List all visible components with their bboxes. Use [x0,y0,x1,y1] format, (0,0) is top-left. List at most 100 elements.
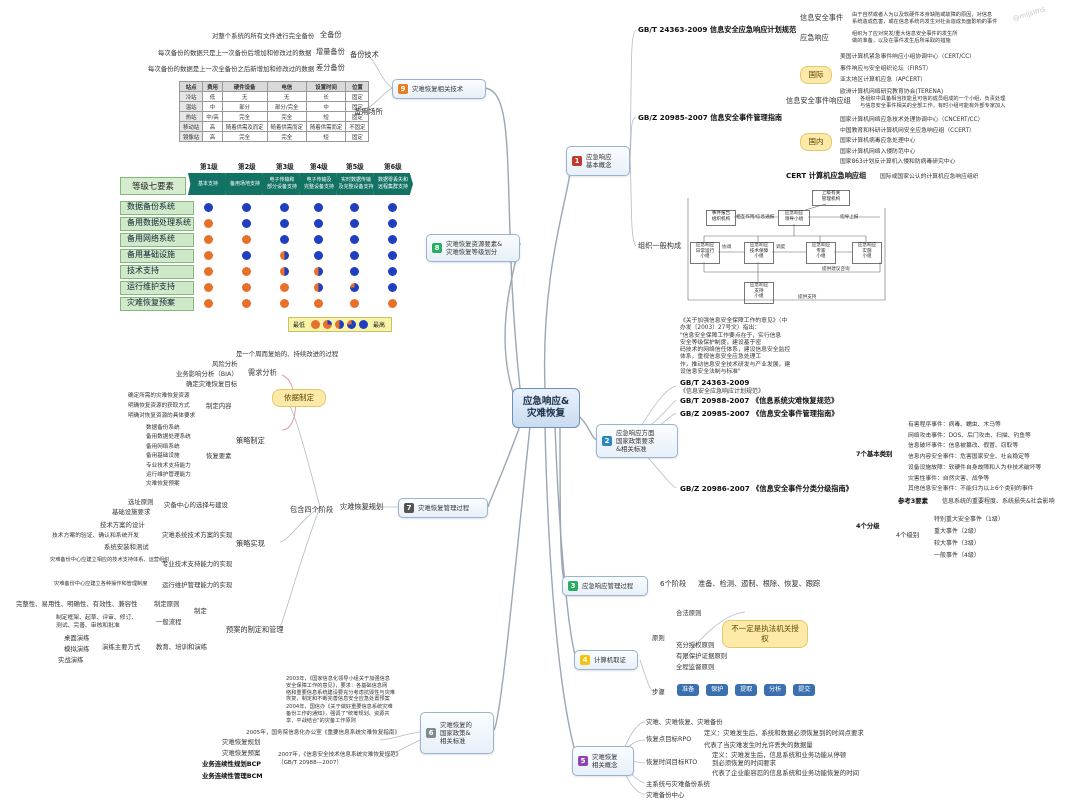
impl-detail: 系统安装和测试 [104,543,149,551]
org-box-implement: 应急响应 实施 小组 [852,242,882,264]
level-dot [388,251,397,260]
dr-term: 灾难恢复规划 [222,738,261,746]
step-analyze[interactable]: 分析 [764,684,787,696]
branch-label-5: 灾难恢复 相关概念 [592,753,618,769]
branch-label-8: 灾难恢复资源要素& 灾难恢复等级划分 [446,240,503,256]
event-level-list: 特别重大安全事件（1级） 重大事件（2级） 较大事件（3级） 一般事件（4级） [934,514,1004,562]
site-table-cell: 完全 [266,131,307,142]
site-table-row: 热站中/高完全完全短固定 [178,111,370,122]
central-topic-line1: 应急响应& [522,396,570,407]
level-dot [204,203,213,212]
event-level: 一般事件（4级） [934,552,980,559]
standard-gbz20986: GB/Z 20986-2007 《信息安全事件分类分级指南》 [680,484,853,493]
forensic-principle: 全程监督原则 [676,663,715,671]
drill-label: 演练主要方式 [102,643,141,651]
full-backup: 全备份 [320,30,342,39]
branch-dr-process[interactable]: 7 灾难恢复管理过程 [398,498,488,518]
level-dot [388,235,397,244]
branch-dr-resources[interactable]: 8 灾难恢复资源要素& 灾难恢复等级划分 [426,234,520,262]
level-dot [204,219,213,228]
cert-label: CERT 计算机应急响应组 [786,171,867,180]
org-box-reporting: 事件报告 组织机构 [706,210,736,226]
dr-concept-item: 恢复点目标RPO [646,735,692,743]
legend-dot-2 [323,320,332,329]
recovery-element: 数据备份系统 [146,425,180,431]
legend-high: 最高 [373,322,386,329]
level-step: 电子传输及 完整设备支持 [299,173,339,195]
org-arrow-label: 提供建议咨询 [822,267,850,272]
org-arrow-label: 协调 [722,245,732,250]
level-dot [314,219,323,228]
event-class-list: 有害程序事件：病毒、蠕虫、木马等 网络攻击事件：DOS、后门攻击、扫描、钓鱼等 … [908,420,1041,495]
recovery-elements-label: 恢复要素 [206,452,232,460]
site-table-cell: 固定 [345,91,370,102]
emergency-response-label: 应急响应 [800,33,829,42]
branch-label-3: 应急响应管理过程 [582,582,634,590]
event-class: 网络攻击事件：DOS、后门攻击、扫描、钓鱼等 [908,432,1031,439]
org-arrow-label: 相互作用/信息通报 [736,215,775,220]
resource-row-label: 运行维护支持 [120,281,194,295]
dr-concept-item: 灾难、灾难恢复、灾难备份 [646,718,723,726]
level-dot [314,251,323,260]
step-extract[interactable]: 提取 [735,684,758,696]
business-impact-analysis: 业务影响分析（BIA） [176,370,238,378]
level-dot [350,267,359,276]
dr-concept-item: 主系统与灾难备份系统 [646,780,710,788]
level-dot [204,267,213,276]
level-dot [350,219,359,228]
org-box-leader: 应急响应 领导小组 [778,210,810,226]
level-dot [204,283,213,292]
branch-number-8: 8 [432,243,442,253]
site-table-cell: 低 [202,91,223,102]
intl-bubble: 国际 [800,66,832,84]
level-group-label: 第3级 [276,163,294,171]
org-box-support: 应急响应 支持 小组 [744,282,774,304]
site-table-cell: 设置时间 [305,81,347,92]
level-dot [350,235,359,244]
level-dot [350,283,359,292]
intl-item: 欧洲计算机网络研究教育协会(TERENA) [840,88,944,95]
level-dot [388,267,397,276]
recovery-element: 备用基础设施 [146,453,180,460]
impl-detail: 灾难备份中心应建立各种操作和管理制度 [54,581,148,587]
level-dot [350,251,359,260]
six-stages: 准备、检测、遏制、根除、恢复、跟踪 [698,579,821,588]
step-submit[interactable]: 提交 [793,684,816,696]
dr-term: 灾难恢复预案 [222,749,261,757]
level-step: 电子传输和 部分设备支持 [262,173,302,195]
step-prepare[interactable]: 准备 [677,684,700,696]
level-dot [280,251,289,260]
site-table-cell: 完全 [221,131,268,142]
branch-label-9: 灾难恢复相关技术 [412,85,464,93]
step-protect[interactable]: 保护 [706,684,729,696]
site-table-cell: 电信 [266,81,307,92]
branch-number-7: 7 [404,503,414,513]
org-structure-label: 组织一般构成 [638,241,682,250]
level-dot [242,283,251,292]
gbt24363-heading: GB/T 24363-2009 信息安全应急响应计划规范 [638,25,797,34]
level-dot [388,203,397,212]
site-table-cell: 硬件设备 [221,81,268,92]
level-dot [314,299,323,308]
site-table-cell: 随着供需而定 [266,121,307,132]
level-dot [314,267,323,276]
level-dot [242,299,251,308]
central-topic-line2: 灾难恢复 [526,408,565,419]
site-table-cell: 随着供需而定 [305,121,347,132]
domestic-item: 国家863计划反计算机入侵和防病毒研究中心 [840,159,956,165]
branch-label-7: 灾难恢复管理过程 [418,504,470,512]
strategy-content-label: 制定内容 [206,402,232,410]
central-topic[interactable]: 应急响应&灾难恢复 [512,388,580,428]
event-class: 有害程序事件：病毒、蠕虫、木马等 [908,422,1001,428]
education-training: 教育、培训和演练 [156,643,208,651]
site-table-cell: 冷站 [178,91,204,102]
legend-dot-1 [311,320,320,329]
